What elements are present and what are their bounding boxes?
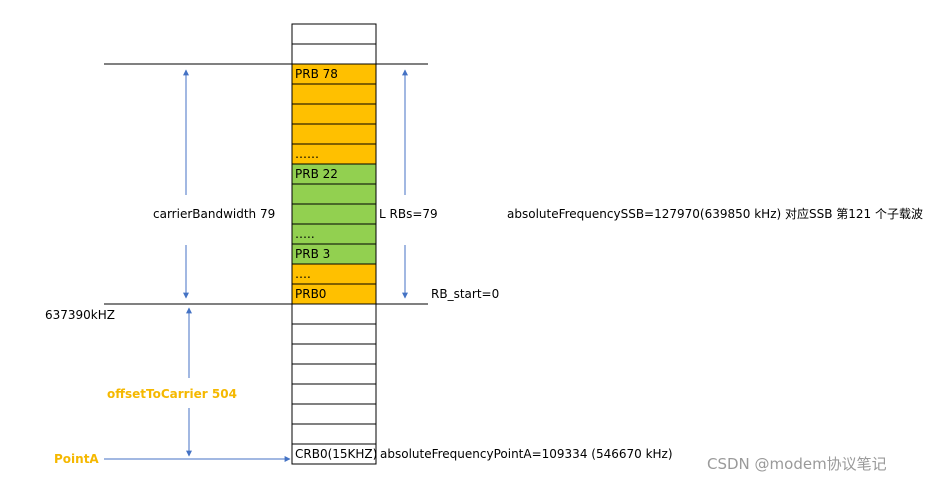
rb-cell bbox=[291, 343, 377, 365]
rb-cell bbox=[291, 203, 377, 225]
rb-cell bbox=[291, 83, 377, 105]
watermark: CSDN @modem协议笔记 bbox=[707, 455, 887, 473]
offset-to-carrier-label: offsetToCarrier 504 bbox=[107, 387, 237, 401]
rb-cell bbox=[291, 363, 377, 385]
rb-cell-label: ….. bbox=[295, 227, 315, 241]
rb-cell bbox=[291, 303, 377, 325]
l-rbs-label: L RBs=79 bbox=[379, 207, 438, 221]
rb-cell-label: PRB 3 bbox=[295, 247, 331, 261]
rb-cell bbox=[291, 43, 377, 65]
ssb-frequency-label: absoluteFrequencySSB=127970(639850 kHz) … bbox=[507, 207, 923, 221]
rb-cell bbox=[291, 383, 377, 405]
rb-cell bbox=[291, 423, 377, 445]
frequency-637390-label: 637390kHZ bbox=[45, 308, 116, 322]
rb-cell bbox=[291, 443, 377, 465]
rb-cell bbox=[291, 23, 377, 45]
rb-cell-label: CRB0(15KHZ) bbox=[295, 447, 378, 461]
rb-cell-label: PRB 78 bbox=[295, 67, 338, 81]
rb-cell bbox=[291, 323, 377, 345]
carrier-bandwidth-label: carrierBandwidth 79 bbox=[153, 207, 276, 221]
point-a-label: PointA bbox=[54, 452, 99, 466]
rb-cell-label: …. bbox=[295, 267, 311, 281]
rb-cell bbox=[291, 103, 377, 125]
rb-cell-label: …… bbox=[295, 147, 319, 161]
rb-cell bbox=[291, 123, 377, 145]
rb-cell-label: PRB 22 bbox=[295, 167, 338, 181]
point-a-frequency-label: absoluteFrequencyPointA=109334 (546670 k… bbox=[380, 447, 673, 461]
rb-cell-label: PRB0 bbox=[295, 287, 327, 301]
rb-cell bbox=[291, 183, 377, 205]
rb-start-label: RB_start=0 bbox=[431, 287, 500, 301]
rb-cells bbox=[291, 23, 377, 465]
rb-cell bbox=[291, 403, 377, 425]
